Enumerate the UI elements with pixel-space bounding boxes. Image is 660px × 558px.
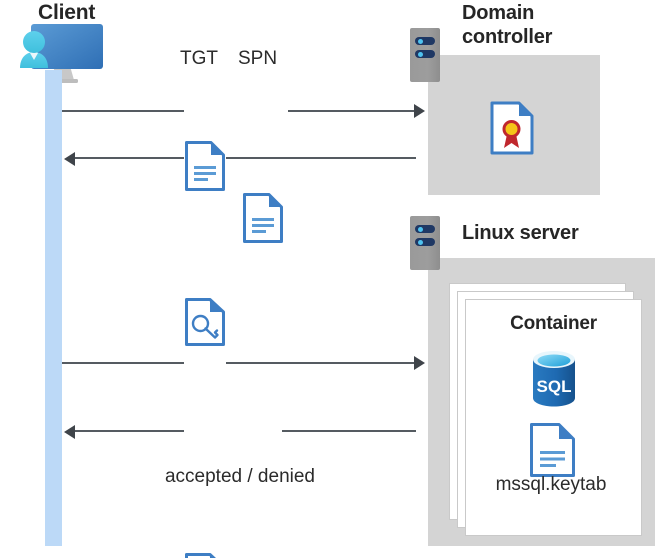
svg-text:SQL: SQL [537, 377, 572, 396]
client-lifeline [45, 70, 62, 546]
flow-2-line-right [226, 157, 416, 159]
linux-server-title: Linux server [462, 222, 579, 244]
linux-server-icon [410, 216, 440, 270]
sql-database-icon: SQL [519, 348, 589, 415]
ticket-key-document-icon [184, 297, 660, 347]
client-workstation-icon [8, 22, 112, 84]
flow-1-label-spn: SPN [238, 48, 294, 70]
flow-1-arrowhead [414, 104, 425, 118]
flow-3-line-left [62, 362, 184, 364]
flow-3-line-right [226, 362, 416, 364]
client-title: Client [38, 1, 96, 24]
service-ticket-key-document-icon [184, 552, 660, 558]
flow-2-line-left [75, 157, 184, 159]
domain-controller-title: Domain controller [462, 2, 553, 48]
spn-label-text: SPN [238, 48, 278, 69]
accepted-denied-label: accepted / denied [164, 466, 315, 487]
container-title: Container [510, 313, 597, 334]
flow-2-arrowhead [64, 152, 75, 166]
tgt-label-text: TGT [180, 48, 218, 69]
flow-4-line-left [75, 430, 184, 432]
keytab-document-icon [529, 422, 577, 483]
flow-1-line-right [288, 110, 416, 112]
tgt-document-icon [184, 140, 660, 192]
container-card-front: Container SQL [465, 299, 642, 536]
flow-3-arrowhead [414, 356, 425, 370]
flow-1-line-left [62, 110, 184, 112]
certificate-document-icon [489, 100, 660, 156]
flow-4-line-right [282, 430, 416, 432]
spn-document-icon [242, 192, 660, 244]
flow-4-arrowhead [64, 425, 75, 439]
domain-controller-server-icon [410, 28, 440, 82]
keytab-file-label: mssql.keytab [495, 474, 607, 495]
flow-1-label-tgt: TGT [180, 48, 232, 70]
